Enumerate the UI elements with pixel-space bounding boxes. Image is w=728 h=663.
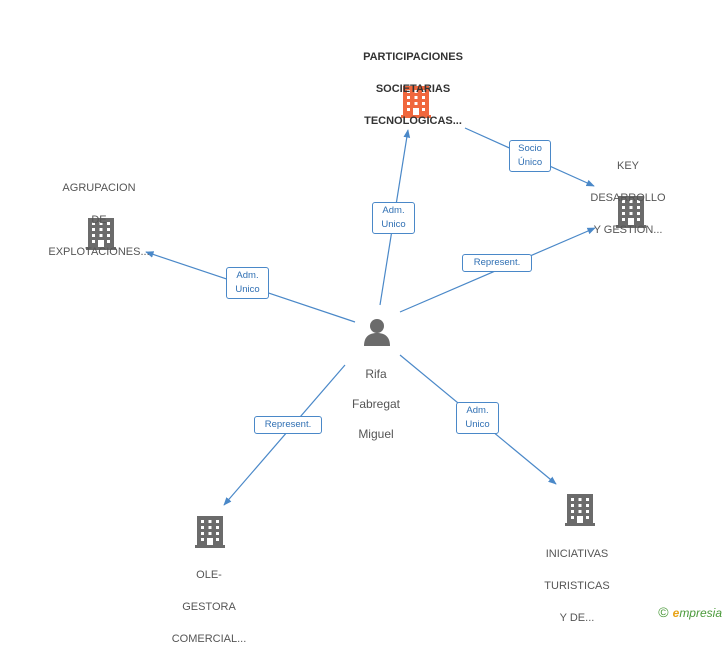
edge-label-socio-unico: Socio Único	[509, 140, 551, 172]
building-icon[interactable]	[401, 86, 431, 118]
relationship-graph	[86, 86, 646, 548]
edge-label-adm-unico-left: Adm. Unico	[226, 267, 269, 299]
node-label-person[interactable]: Rifa Fabregat Miguel	[351, 367, 401, 441]
node-label-participaciones[interactable]: PARTICIPACIONES SOCIETARIAS TECNOLOGICAS…	[363, 51, 463, 127]
edge-label-represent-key: Represent.	[462, 254, 532, 272]
building-icon[interactable]	[195, 516, 225, 548]
edge-person-ole	[223, 364, 346, 506]
brand-logo[interactable]: ©empresia	[658, 604, 722, 620]
edge-label-adm-unico-top: Adm. Unico	[372, 202, 415, 234]
node-label-key[interactable]: KEY DESARROLLO Y GESTION...	[590, 160, 666, 236]
building-icon[interactable]	[86, 218, 116, 250]
copyright-icon: ©	[658, 604, 669, 620]
edge-label-represent-ole: Represent.	[254, 416, 322, 434]
edge-label-adm-unico-right: Adm. Unico	[456, 402, 499, 434]
building-icon[interactable]	[565, 494, 595, 526]
building-icon[interactable]	[616, 196, 646, 228]
person-icon[interactable]	[364, 319, 390, 346]
node-label-ole[interactable]: OLE- GESTORA COMERCIAL...	[171, 569, 247, 645]
node-label-agrupacion[interactable]: AGRUPACION DE EXPLOTACIONES...	[48, 182, 150, 258]
node-label-iniciativas[interactable]: INICIATIVAS TURISTICAS Y DE...	[544, 548, 610, 624]
